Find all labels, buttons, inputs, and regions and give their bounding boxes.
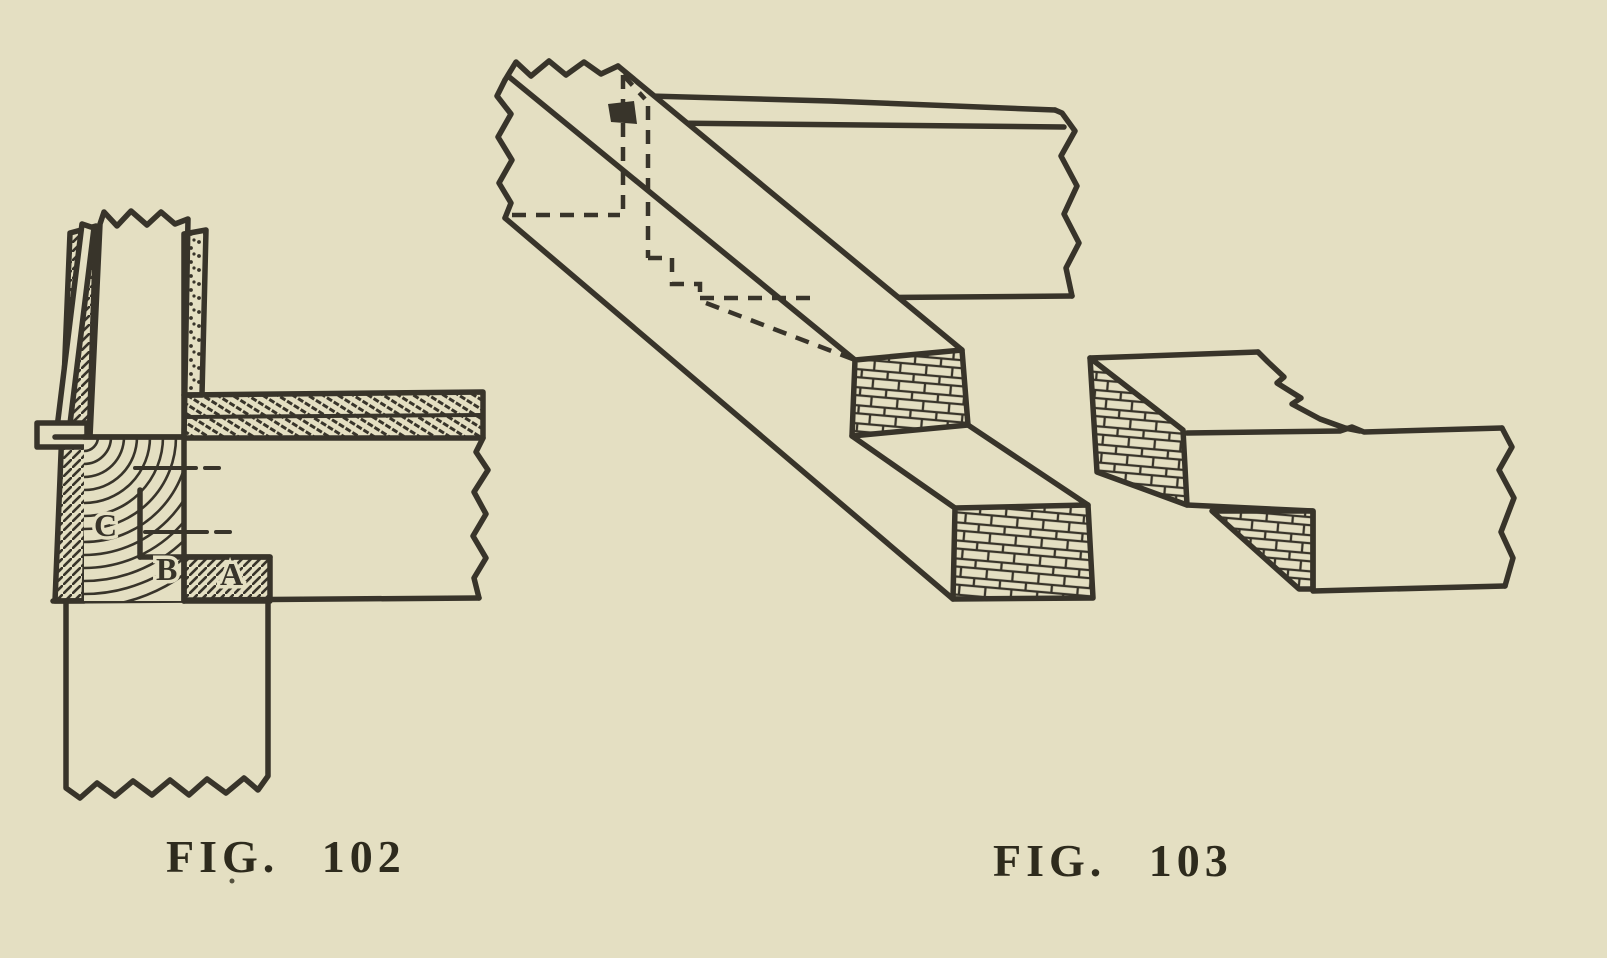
fig103-isometric-drawing bbox=[494, 58, 1517, 602]
fig102-label-c: C bbox=[94, 507, 117, 543]
fig103-caption: FIG. 103 bbox=[993, 835, 1233, 886]
fig103-board-endgrain bbox=[1090, 358, 1187, 505]
fig102-section-drawing: C B A bbox=[34, 208, 491, 801]
scan-speck bbox=[229, 878, 235, 884]
fig102-label-a: A bbox=[220, 556, 243, 592]
fig102-caption: FIG. 102 bbox=[166, 831, 406, 882]
fig102-upright-board bbox=[90, 211, 188, 437]
fig103-stile-upper-endgrain bbox=[852, 350, 968, 436]
fig102-lower-board bbox=[63, 598, 271, 801]
fig103-stile bbox=[494, 58, 1096, 602]
fig102-apron-board bbox=[470, 435, 491, 601]
fig102-step-block bbox=[184, 557, 270, 601]
fig103-rebated-board bbox=[1087, 349, 1517, 594]
fig103-stile-lower-endgrain bbox=[953, 505, 1093, 599]
fig102-label-b: B bbox=[156, 551, 177, 587]
fig102-leaning-batten bbox=[56, 224, 94, 440]
fig103-hidden-lines bbox=[512, 73, 856, 363]
